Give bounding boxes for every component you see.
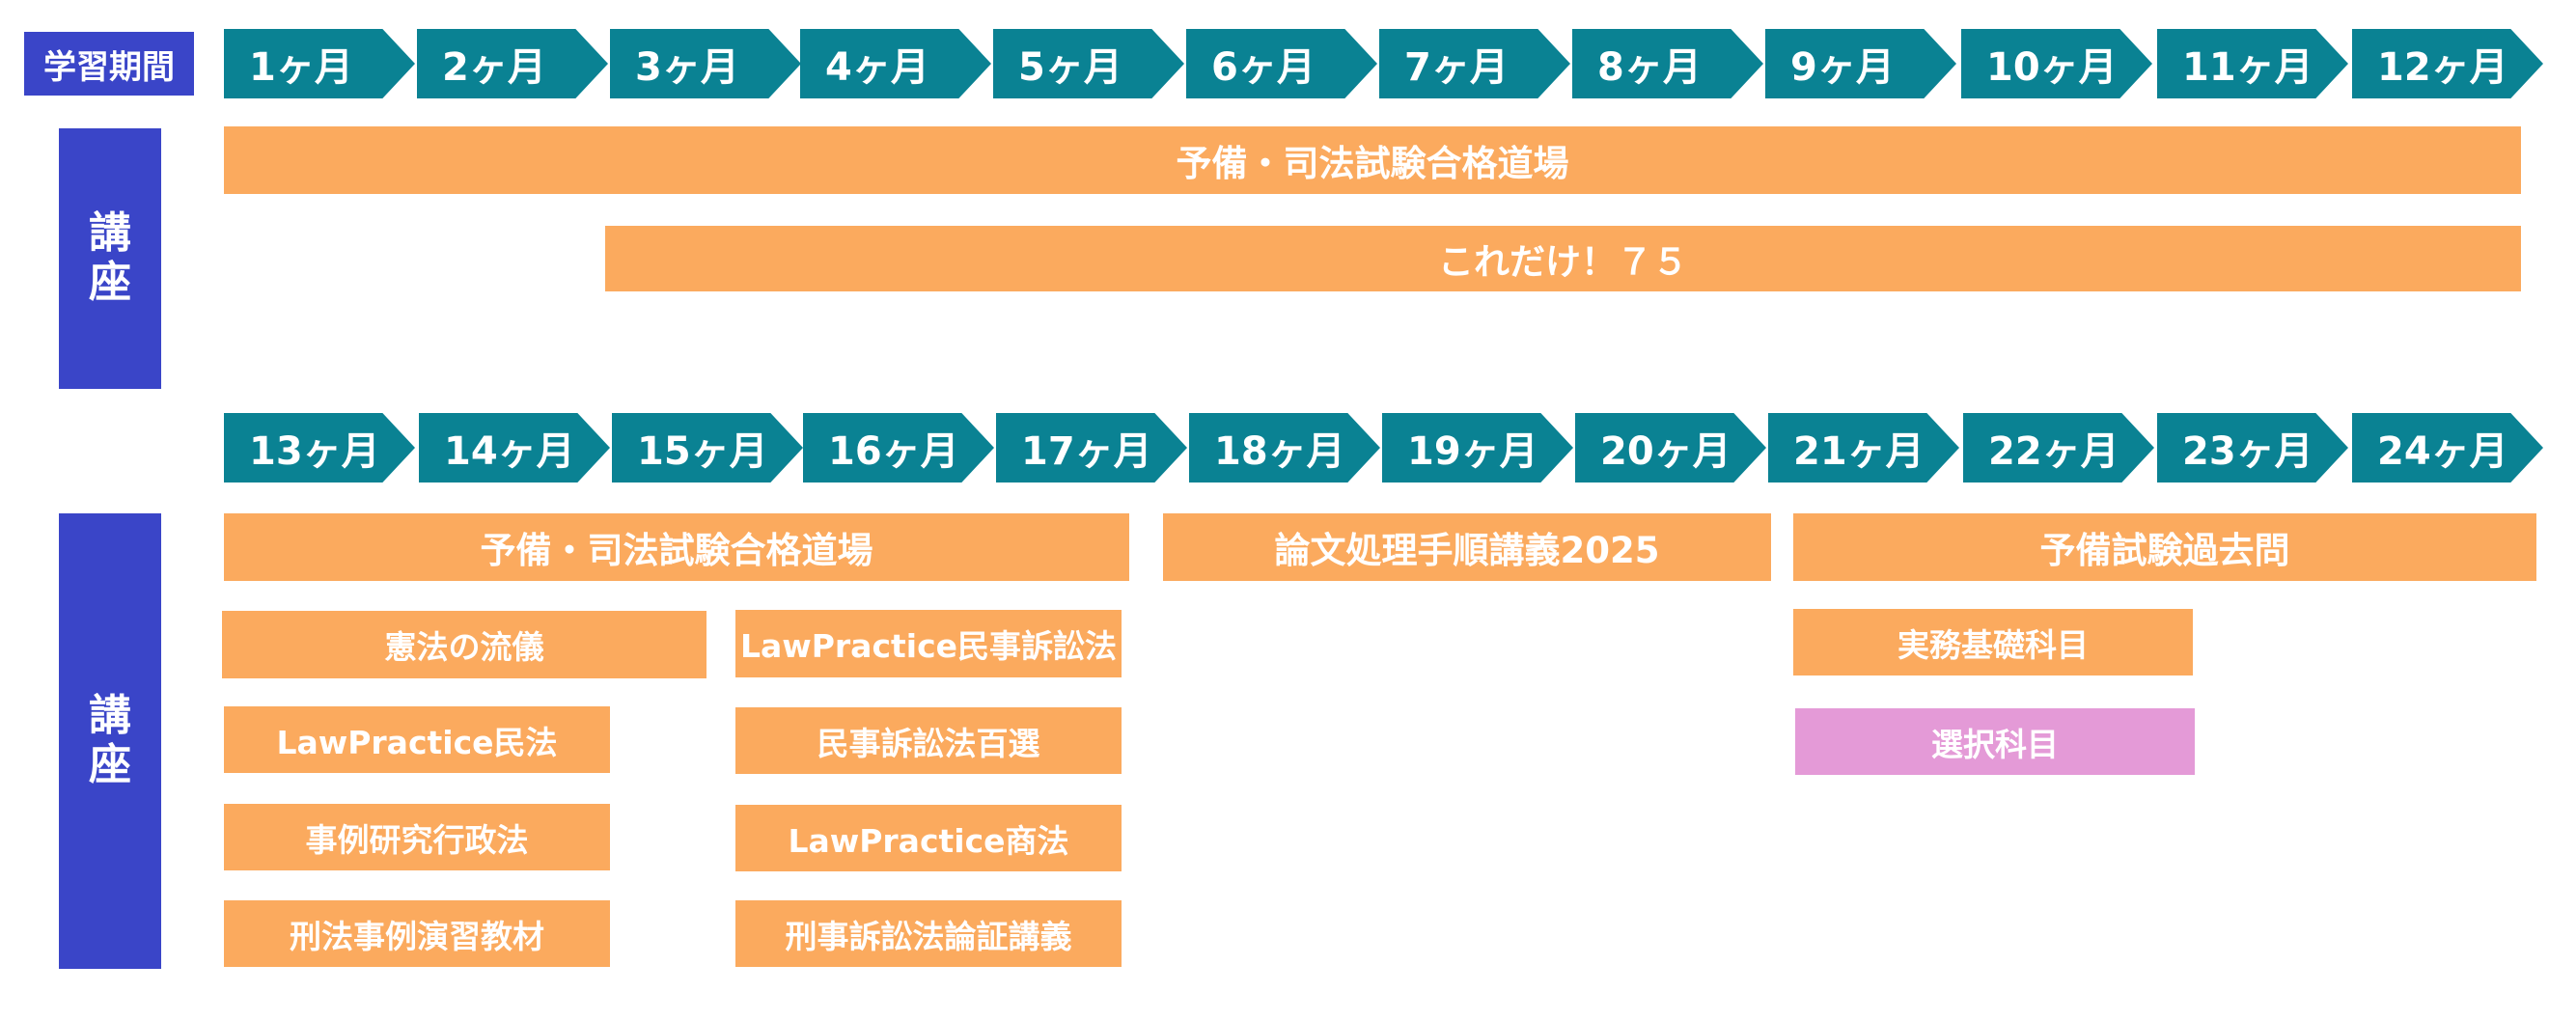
course-bar-lp-shoho: LawPractice商法 bbox=[735, 805, 1122, 871]
course-bar-dojo-year1: 予備・司法試験合格道場 bbox=[224, 126, 2521, 194]
month-arrow: 19ヶ月 bbox=[1382, 413, 1573, 482]
month-arrow: 9ヶ月 bbox=[1765, 29, 1956, 98]
month-arrow: 6ヶ月 bbox=[1186, 29, 1377, 98]
course-bar-label: 実務基礎科目 bbox=[1897, 625, 2089, 664]
course-bar-label: LawPractice商法 bbox=[788, 821, 1069, 860]
month-label: 5ヶ月 bbox=[1018, 45, 1122, 90]
month-arrow: 22ヶ月 bbox=[1963, 413, 2154, 482]
course-bar-kakomon: 予備試験過去問 bbox=[1793, 513, 2536, 581]
month-label: 21ヶ月 bbox=[1793, 429, 1925, 474]
course-bar-label: 予備・司法試験合格道場 bbox=[1176, 143, 1569, 184]
month-arrow: 18ヶ月 bbox=[1189, 413, 1380, 482]
course-bar-label: 選択科目 bbox=[1931, 725, 2059, 763]
month-label: 11ヶ月 bbox=[2182, 45, 2313, 90]
month-arrow: 11ヶ月 bbox=[2157, 29, 2348, 98]
month-label: 23ヶ月 bbox=[2182, 429, 2313, 474]
month-arrow: 3ヶ月 bbox=[610, 29, 801, 98]
month-label: 9ヶ月 bbox=[1790, 45, 1895, 90]
course-bar-label: 事例研究行政法 bbox=[305, 820, 529, 859]
month-label: 7ヶ月 bbox=[1404, 45, 1509, 90]
month-arrow: 7ヶ月 bbox=[1379, 29, 1570, 98]
month-arrow: 17ヶ月 bbox=[996, 413, 1187, 482]
course-bar-label: 予備試験過去問 bbox=[2039, 530, 2290, 571]
period-label: 学習期間 bbox=[24, 32, 194, 96]
month-label: 12ヶ月 bbox=[2377, 45, 2508, 90]
course-bar-label: 憲法の流儀 bbox=[384, 628, 544, 666]
course-bar-label: 論文処理手順講義2025 bbox=[1274, 530, 1660, 571]
month-label: 15ヶ月 bbox=[637, 429, 768, 474]
month-arrow: 10ヶ月 bbox=[1961, 29, 2152, 98]
month-arrow: 20ヶ月 bbox=[1575, 413, 1766, 482]
course-label-year1: 講 座 bbox=[59, 128, 161, 389]
course-bar-lp-minpo: LawPractice民法 bbox=[224, 706, 610, 773]
course-bar-koredake: これだけ！７５ bbox=[605, 226, 2521, 291]
course-bar-keiho-jirei: 刑法事例演習教材 bbox=[224, 900, 610, 967]
month-label: 2ヶ月 bbox=[442, 45, 546, 90]
course-label-char-1: 講 bbox=[89, 691, 131, 741]
month-arrow: 4ヶ月 bbox=[800, 29, 991, 98]
month-arrow: 24ヶ月 bbox=[2352, 413, 2543, 482]
course-bar-jirei-gyosei: 事例研究行政法 bbox=[224, 804, 610, 870]
course-bar-label: 刑事訴訟法論証講義 bbox=[785, 917, 1072, 955]
course-bar-sentaku: 選択科目 bbox=[1795, 708, 2195, 775]
month-label: 22ヶ月 bbox=[1988, 429, 2119, 474]
course-bar-kenpo: 憲法の流儀 bbox=[222, 611, 706, 678]
month-label: 4ヶ月 bbox=[825, 45, 929, 90]
period-label-text: 学習期間 bbox=[43, 47, 175, 87]
month-label: 17ヶ月 bbox=[1021, 429, 1152, 474]
month-label: 8ヶ月 bbox=[1597, 45, 1702, 90]
course-bar-dojo-year2: 予備・司法試験合格道場 bbox=[224, 513, 1129, 581]
month-arrow: 23ヶ月 bbox=[2157, 413, 2348, 482]
month-label: 1ヶ月 bbox=[249, 45, 353, 90]
course-bar-label: これだけ！７５ bbox=[1438, 241, 1688, 283]
course-label-char-2: 座 bbox=[89, 740, 131, 789]
month-arrow: 14ヶ月 bbox=[419, 413, 610, 482]
course-bar-minso-hyakusen: 民事訴訟法百選 bbox=[735, 707, 1122, 774]
course-bar-label: 刑法事例演習教材 bbox=[290, 917, 544, 955]
course-label-char-1: 講 bbox=[89, 208, 131, 259]
month-label: 19ヶ月 bbox=[1407, 429, 1538, 474]
course-bar-keiso-ronsho: 刑事訴訟法論証講義 bbox=[735, 900, 1122, 967]
course-bar-label: 民事訴訟法百選 bbox=[817, 724, 1040, 762]
course-bar-jitsumu: 実務基礎科目 bbox=[1793, 609, 2193, 675]
course-bar-label: LawPractice民法 bbox=[276, 723, 558, 761]
month-label: 16ヶ月 bbox=[828, 429, 959, 474]
month-arrow: 13ヶ月 bbox=[224, 413, 415, 482]
month-arrow: 8ヶ月 bbox=[1572, 29, 1763, 98]
month-arrow: 2ヶ月 bbox=[417, 29, 608, 98]
course-bar-label: 予備・司法試験合格道場 bbox=[480, 530, 873, 571]
month-arrow: 16ヶ月 bbox=[803, 413, 994, 482]
month-label: 20ヶ月 bbox=[1600, 429, 1731, 474]
month-arrow: 5ヶ月 bbox=[993, 29, 1184, 98]
month-label: 18ヶ月 bbox=[1214, 429, 1345, 474]
course-bar-label: LawPractice民事訴訟法 bbox=[739, 627, 1118, 665]
month-arrow: 15ヶ月 bbox=[612, 413, 803, 482]
month-label: 3ヶ月 bbox=[635, 45, 739, 90]
month-arrow: 1ヶ月 bbox=[224, 29, 415, 98]
course-label-char-2: 座 bbox=[89, 258, 131, 307]
month-label: 10ヶ月 bbox=[1986, 45, 2118, 90]
month-arrow: 21ヶ月 bbox=[1768, 413, 1959, 482]
month-label: 14ヶ月 bbox=[444, 429, 575, 474]
course-bar-lp-minso: LawPractice民事訴訟法 bbox=[735, 610, 1122, 677]
month-label: 24ヶ月 bbox=[2377, 429, 2508, 474]
month-arrow: 12ヶ月 bbox=[2352, 29, 2543, 98]
month-label: 13ヶ月 bbox=[249, 429, 380, 474]
month-label: 6ヶ月 bbox=[1211, 45, 1316, 90]
course-label-year2: 講 座 bbox=[59, 513, 161, 969]
course-bar-ronbun: 論文処理手順講義2025 bbox=[1163, 513, 1771, 581]
